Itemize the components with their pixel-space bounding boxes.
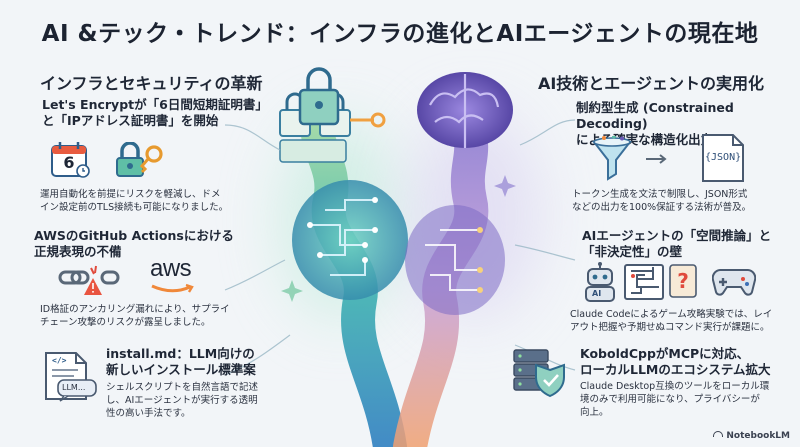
question-mark-map-icon: ? (668, 262, 698, 300)
security-cluster-icon (279, 67, 386, 163)
desc-line: 運用自動化を前提にリスクを軽減し、ドメ (40, 189, 221, 200)
desc-line: ID格証のアンカリング漏れにより、サプライ (40, 304, 230, 315)
desc-line: 境のみで利用可能になり、プライバシーが (580, 394, 760, 405)
spatial-reasoning-block-title: AIエージェントの「空間推論」と 「非決定性」の壁 (582, 228, 771, 260)
title-line: AWSのGitHub Actionsにおける (34, 228, 234, 243)
calendar-icon (50, 140, 90, 178)
tree-brain-illustration (279, 67, 516, 447)
robot-label: AI (592, 289, 602, 298)
padlock-key-icon (112, 141, 172, 178)
title-line: と「IPアドレス証明書」を開始 (42, 113, 219, 128)
aws-logo: aws (150, 255, 192, 282)
arrow-right-icon (646, 154, 667, 164)
calendar-number: 6 (63, 153, 75, 172)
constrained-decoding-block-desc: トークン生成を文法で制限し、JSON形式 などの出力を100%保証する法術が普及… (572, 188, 751, 214)
title-line: 制約型生成 (Constrained Decoding) (576, 100, 734, 131)
llm-bubble-label: LLM... (62, 383, 86, 392)
right-section-heading: AI技術とエージェントの実用化 (537, 74, 764, 93)
koboldcpp-block-desc: Claude Desktop互換のツールをローカル環 境のみで利用可能になり、プ… (580, 380, 769, 419)
title-line: 正規表現の不備 (34, 244, 122, 259)
svg-text:?: ? (677, 269, 689, 293)
title-line: Let's Encryptが「6日間短期証明書」 (42, 97, 268, 112)
title-line: ローカルLLMのエコシステム拡大 (580, 362, 771, 377)
installmd-block-title: install.md：LLM向けの 新しいインストール標準案 (106, 346, 256, 378)
desc-line: チェーン攻撃のリスクが露呈しました。 (40, 317, 211, 328)
page-title: AI &テック・トレンド：インフラの進化とAIエージェントの現在地 (41, 21, 759, 47)
title-line: 新しいインストール標準案 (106, 362, 256, 377)
title-line: install.md：LLM向けの (106, 346, 255, 361)
code-tag-label: </> (52, 356, 67, 365)
desc-line: などの出力を100%保証する法術が普及。 (572, 202, 752, 213)
desc-line: し、AIエージェントが実行する透明 (106, 395, 258, 406)
notebooklm-logo-icon (713, 431, 724, 437)
desc-line: トークン生成を文法で制限し、JSON形式 (572, 189, 748, 200)
server-shield-icon (510, 346, 568, 400)
watermark-text: NotebookLM (726, 431, 790, 441)
desc-line: アウト把握や予期せぬコマンド実行が課題に。 (570, 322, 770, 333)
gamepad-icon (711, 266, 757, 296)
title-line: KoboldCppがMCPに対応、 (580, 346, 750, 361)
brain-icon (417, 72, 513, 148)
broken-chain-warning-icon (58, 262, 128, 298)
robot-icon (582, 262, 618, 302)
aws-block-desc: ID格証のアンカリング漏れにより、サプライ チェーン攻撃のリスクが露呈しました。 (40, 303, 230, 329)
aws-smile-icon (151, 283, 194, 293)
notebooklm-watermark: NotebookLM (713, 431, 790, 441)
spatial-reasoning-block-desc: Claude Codeによるゲーム攻略実験では、レイ アウト把握や予期せぬコマン… (570, 308, 772, 334)
desc-line: 性の高い手法です。 (106, 408, 191, 419)
koboldcpp-block-title: KoboldCppがMCPに対応、 ローカルLLMのエコシステム拡大 (580, 346, 771, 378)
letsencrypt-block-title: Let's Encryptが「6日間短期証明書」 と「IPアドレス証明書」を開始 (42, 97, 268, 129)
desc-line: シェルスクリプトを自然言語で記述 (106, 382, 259, 393)
installmd-block-desc: シェルスクリプトを自然言語で記述 し、AIエージェントが実行する透明 性の高い手… (106, 381, 258, 420)
document-icon (42, 350, 100, 402)
maze-icon (624, 264, 664, 300)
funnel-icon (591, 134, 633, 182)
title-line: 「非決定性」の壁 (582, 244, 683, 259)
json-document-icon (700, 132, 746, 184)
json-label: {JSON} (705, 152, 742, 163)
desc-line: Claude Codeによるゲーム攻略実験では、レイ (570, 309, 773, 320)
desc-line: イン設定前のTLS接続も可能になりました。 (40, 202, 229, 213)
letsencrypt-block-desc: 運用自動化を前提にリスクを軽減し、ドメ イン設定前のTLS接続も可能になりました… (40, 188, 228, 214)
title-line: AIエージェントの「空間推論」と (582, 228, 772, 243)
desc-line: Claude Desktop互換のツールをローカル環 (580, 381, 770, 392)
left-section-heading: インフラとセキュリティの革新 (40, 74, 263, 93)
aws-block-title: AWSのGitHub Actionsにおける 正規表現の不備 (34, 228, 234, 260)
desc-line: 向上。 (580, 407, 609, 418)
